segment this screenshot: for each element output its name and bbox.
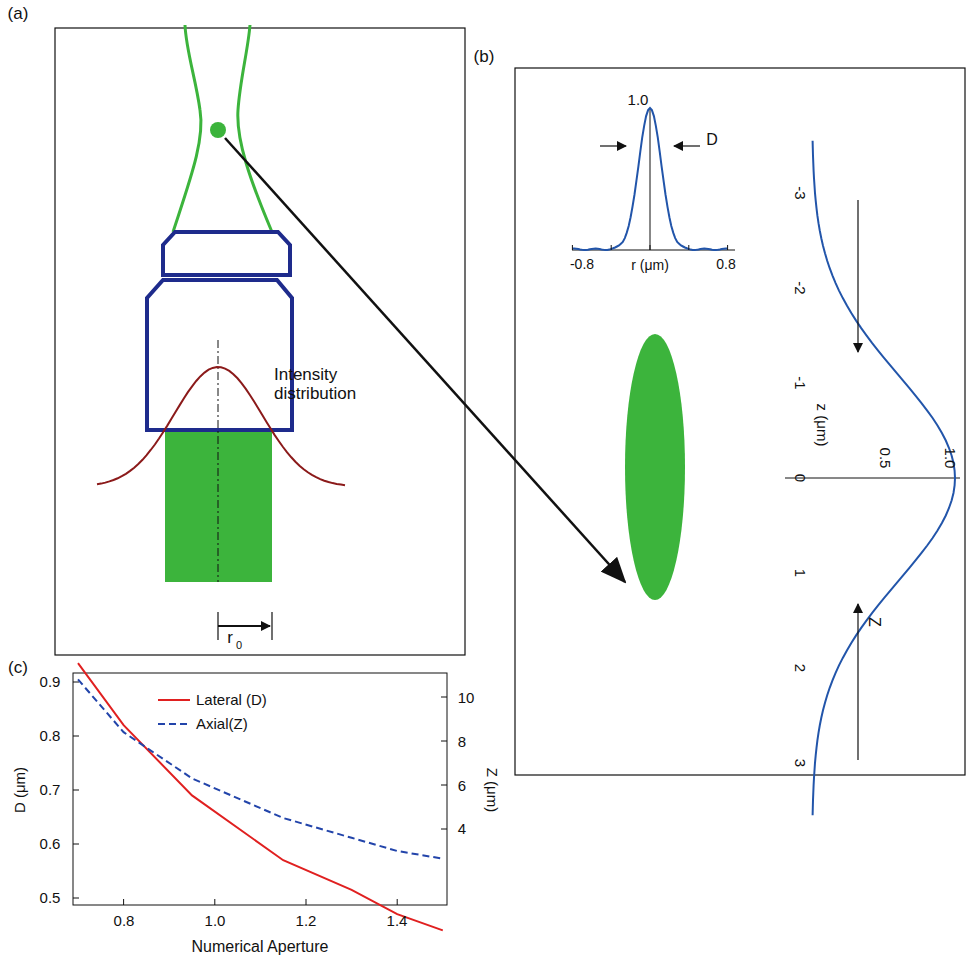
axis (785, 478, 960, 479)
figure-label: 0.5 (40, 890, 61, 907)
figure-label: 0.7 (40, 782, 61, 799)
tick (397, 899, 398, 905)
width-arrow (674, 145, 700, 146)
tick (123, 899, 124, 905)
tick (271, 612, 272, 640)
objective-tip (163, 232, 290, 275)
figure-label: Intensity distribution (274, 366, 386, 403)
axis (650, 108, 651, 250)
tick (611, 245, 612, 250)
tick (441, 697, 447, 698)
figure-label: z (μm) (814, 404, 831, 447)
focus-curve (238, 25, 272, 232)
legend-sample (158, 699, 190, 701)
figure-label: 1.0 (628, 92, 649, 109)
figure-label: -2 (792, 281, 809, 294)
figure-label: (b) (474, 48, 495, 67)
figure-label: 0.8 (716, 257, 735, 272)
figure-label: r (μm) (631, 258, 669, 273)
figure-label: 0.9 (40, 674, 61, 691)
figure-label: 1.0 (205, 913, 226, 930)
figure-label: 0 (236, 639, 242, 651)
lateral-profile (572, 108, 727, 250)
focal-volume (625, 334, 685, 600)
lateral-curve (78, 663, 443, 930)
tick (214, 899, 215, 905)
figure-label: D (706, 131, 718, 149)
legend-text: Axial(Z) (196, 716, 248, 733)
figure-label: 1 (792, 569, 809, 577)
figure-label: (a) (8, 5, 29, 24)
optical-axis (218, 340, 219, 582)
tick (727, 245, 728, 250)
legend-sample (158, 723, 190, 725)
axial-profile (813, 141, 955, 816)
focal-spot (210, 122, 226, 138)
figure-label: D (μm) (12, 767, 29, 813)
legend-text: Lateral (D) (196, 692, 267, 709)
plot-frame (73, 673, 447, 905)
figure-label: Z (μm) (484, 768, 501, 812)
panel-frame (515, 68, 965, 775)
tick (441, 785, 447, 786)
ticks (73, 245, 728, 905)
radius-arrow (218, 625, 270, 627)
tick (73, 736, 79, 737)
panel-frame (55, 28, 465, 655)
tick (441, 829, 447, 830)
figure-label: (c) (8, 659, 28, 678)
width-arrow (857, 200, 858, 352)
figure-label: 10 (458, 690, 475, 707)
tick (572, 245, 573, 250)
figure-label: 6 (458, 778, 466, 795)
width-arrow (857, 604, 858, 760)
tick (441, 741, 447, 742)
tick (73, 790, 79, 791)
figure-label: 2 (792, 664, 809, 672)
objective-body (147, 280, 292, 430)
figure-label: 0.5 (877, 448, 894, 469)
figure-label: 4 (458, 821, 466, 838)
figure-label: 8 (458, 734, 466, 751)
focus-curve (173, 25, 201, 232)
tick (306, 899, 307, 905)
tick (650, 245, 651, 250)
figure-label: -1 (792, 376, 809, 389)
figure-label: 0.8 (114, 913, 135, 930)
figure-label: 0.6 (40, 836, 61, 853)
tick (73, 844, 79, 845)
zoom-arrow (225, 138, 625, 582)
width-arrow (600, 145, 626, 146)
figure-label: 1.4 (387, 913, 408, 930)
tick (688, 245, 689, 250)
tick (73, 898, 79, 899)
figure-label: 1.0 (942, 448, 959, 469)
axial-curve (78, 679, 443, 858)
figure-label: 1.2 (296, 913, 317, 930)
figure-label: 3 (792, 759, 809, 767)
figure-label: -3 (792, 186, 809, 199)
figure-label: 0.8 (40, 728, 61, 745)
figure-label: -0.8 (570, 257, 594, 272)
figure-label: 0 (792, 474, 809, 482)
figure-label: Numerical Aperture (192, 938, 329, 956)
figure-label: r (227, 629, 233, 648)
tick (73, 682, 79, 683)
figure-label: Z (865, 617, 883, 627)
